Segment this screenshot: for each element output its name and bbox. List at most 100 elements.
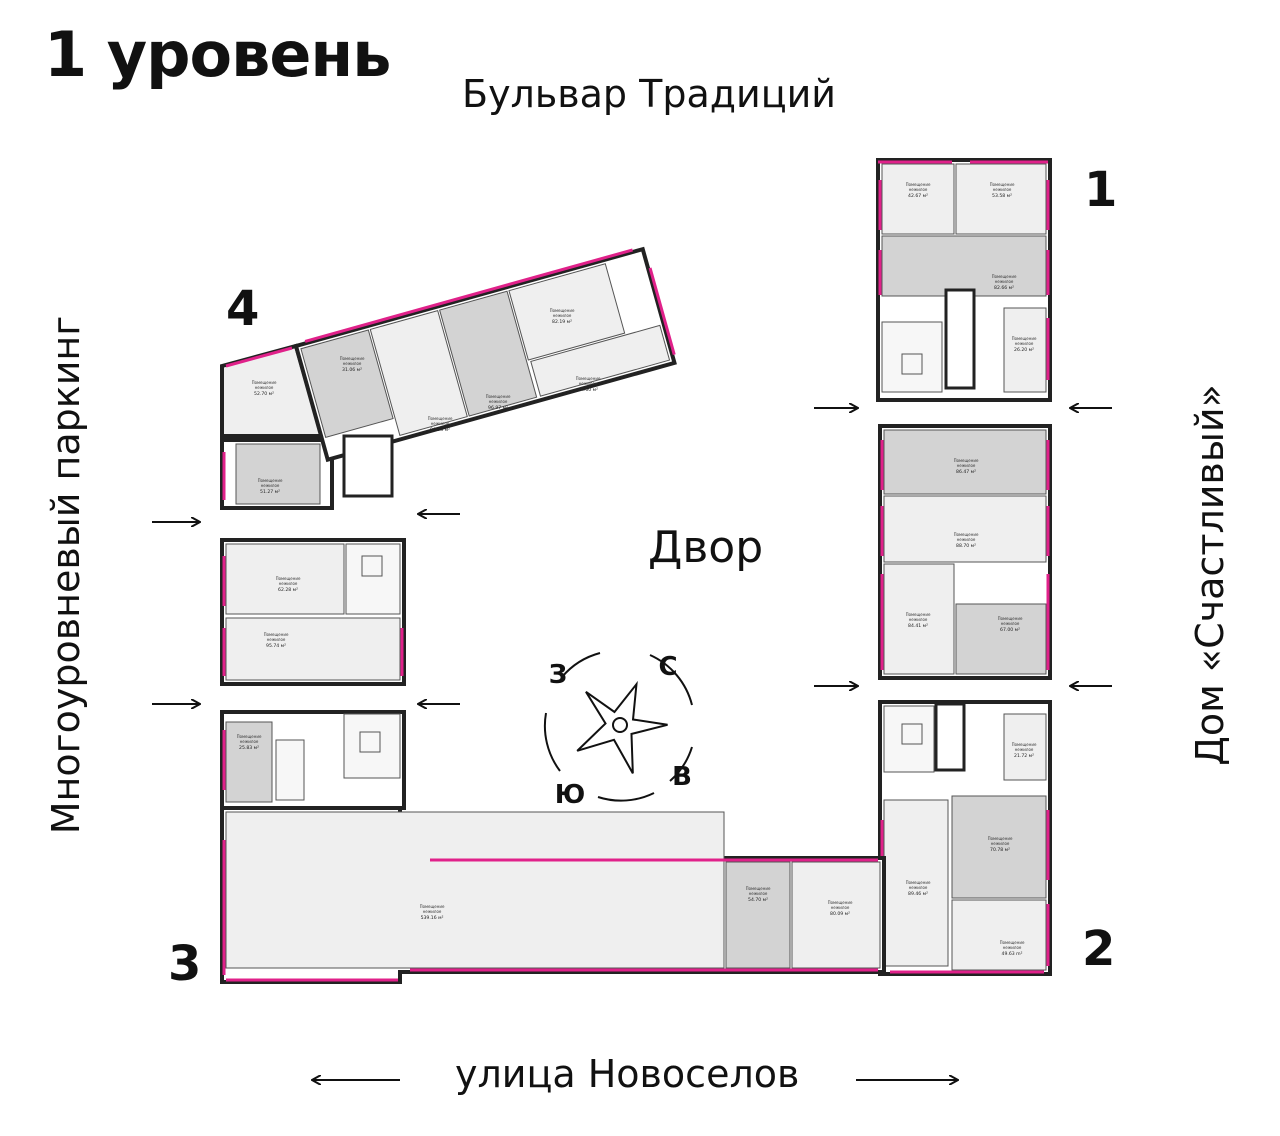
room-w-1[interactable] [225,543,345,615]
room-s4-d[interactable] [439,290,538,417]
svg-text:Помещение: Помещение [264,632,289,637]
room-s4-g[interactable] [235,443,321,505]
svg-text:нежилое: нежилое [957,463,976,468]
section-4-block [220,246,677,510]
svg-text:нежилое: нежилое [579,381,598,386]
svg-text:84.41 м²: 84.41 м² [908,623,928,629]
svg-text:88.70 м²: 88.70 м² [956,543,976,549]
svg-text:Помещение: Помещение [550,308,575,313]
room-e-1[interactable] [883,429,1047,495]
room-w-3[interactable] [225,721,273,803]
svg-text:Помещение: Помещение [992,274,1017,279]
svg-text:82.66 м²: 82.66 м² [994,285,1014,291]
svg-text:Помещение: Помещение [954,532,979,537]
svg-text:86.47 м²: 86.47 м² [956,469,976,475]
room-w-2[interactable] [225,617,401,681]
svg-text:нежилое: нежилое [553,313,572,318]
svg-text:539.16 м²: 539.16 м² [421,915,444,921]
entrance-arrows [152,408,1112,1080]
svg-text:Помещение: Помещение [954,458,979,463]
stairwell [275,739,305,801]
section-2-block [878,700,1052,976]
room-e-4[interactable] [955,603,1047,675]
svg-text:96.97 м²: 96.97 м² [488,405,508,411]
svg-text:нежилое: нежилое [240,739,259,744]
svg-text:нежилое: нежилое [831,905,850,910]
svg-text:нежилое: нежилое [1015,341,1034,346]
svg-text:Помещение: Помещение [746,886,771,891]
room-e-3[interactable] [883,563,955,675]
svg-text:89.46 м²: 89.46 м² [908,891,928,897]
room-s1-b[interactable] [955,163,1047,235]
svg-text:49.63 m²: 49.63 m² [1002,951,1023,957]
room-s4-f[interactable] [530,324,671,397]
room-s2-c[interactable] [951,795,1047,899]
room-e-2[interactable] [883,495,1047,563]
svg-text:70.78 м²: 70.78 м² [990,847,1010,853]
room-s4-b[interactable] [300,329,394,439]
svg-text:Помещение: Помещение [276,576,301,581]
svg-text:21.72 м²: 21.72 м² [1014,753,1034,759]
section-number-3: 3 [168,936,202,992]
svg-text:Помещение: Помещение [576,376,601,381]
svg-text:42.67 м²: 42.67 м² [908,193,928,199]
svg-text:Помещение: Помещение [340,356,365,361]
west-wing-block [220,538,406,810]
svg-text:31.06 м²: 31.06 м² [342,367,362,373]
svg-text:Помещение: Помещение [252,380,277,385]
section-number-1: 1 [1084,162,1118,218]
svg-text:нежилое: нежилое [1015,747,1034,752]
stairwell [881,321,943,393]
stairwell [342,434,394,498]
compass-rose: С З В Ю [543,652,693,810]
core-wall [934,702,966,772]
core-wall [944,288,976,390]
stairwell [883,705,935,773]
street-label-south: улица Новоселов [455,1052,800,1096]
room-s1-d[interactable] [1003,307,1047,393]
elevator-icon [901,353,923,375]
room-s2-a[interactable] [1003,713,1047,781]
svg-text:нежилое: нежилое [993,187,1012,192]
svg-text:96.93 м²: 96.93 м² [430,427,450,433]
room-s1-a[interactable] [881,163,955,235]
room-s1-c[interactable] [881,235,1047,297]
svg-text:25.83 м²: 25.83 м² [239,745,259,751]
room-south-mid[interactable] [725,861,791,969]
svg-text:Помещение: Помещение [258,478,283,483]
svg-text:С: С [658,652,677,682]
south-wing-block [220,806,886,984]
elevator-icon [361,555,383,577]
svg-text:нежилое: нежилое [749,891,768,896]
section-number-4: 4 [226,281,260,337]
elevator-icon [359,731,381,753]
svg-text:Помещение: Помещение [906,880,931,885]
svg-text:З: З [549,660,567,690]
svg-text:нежилое: нежилое [267,637,286,642]
svg-text:Помещение: Помещение [906,182,931,187]
svg-text:Помещение: Помещение [1000,940,1025,945]
svg-text:нежилое: нежилое [991,841,1010,846]
section-1-block [876,158,1052,402]
svg-text:нежилое: нежилое [423,909,442,914]
room-south-right[interactable] [791,861,881,969]
svg-text:Помещение: Помещение [486,394,511,399]
room-s2-b[interactable] [883,799,949,967]
east-wing-block [878,424,1052,680]
elevator-icon [901,723,923,745]
svg-text:Помещение: Помещение [828,900,853,905]
svg-text:Помещение: Помещение [998,616,1023,621]
room-s2-d[interactable] [951,899,1047,971]
room-s4-e[interactable] [508,263,626,361]
svg-text:Помещение: Помещение [1012,742,1037,747]
svg-text:нежилое: нежилое [909,617,928,622]
svg-text:52.70 м²: 52.70 м² [254,391,274,397]
svg-text:нежилое: нежилое [431,421,450,426]
room-south-big[interactable] [225,811,725,969]
svg-text:нежилое: нежилое [909,187,928,192]
svg-text:нежилое: нежилое [343,361,362,366]
svg-text:54.70 м²: 54.70 м² [748,897,768,903]
svg-text:Ю: Ю [555,780,586,810]
room-s4-c[interactable] [369,309,468,436]
